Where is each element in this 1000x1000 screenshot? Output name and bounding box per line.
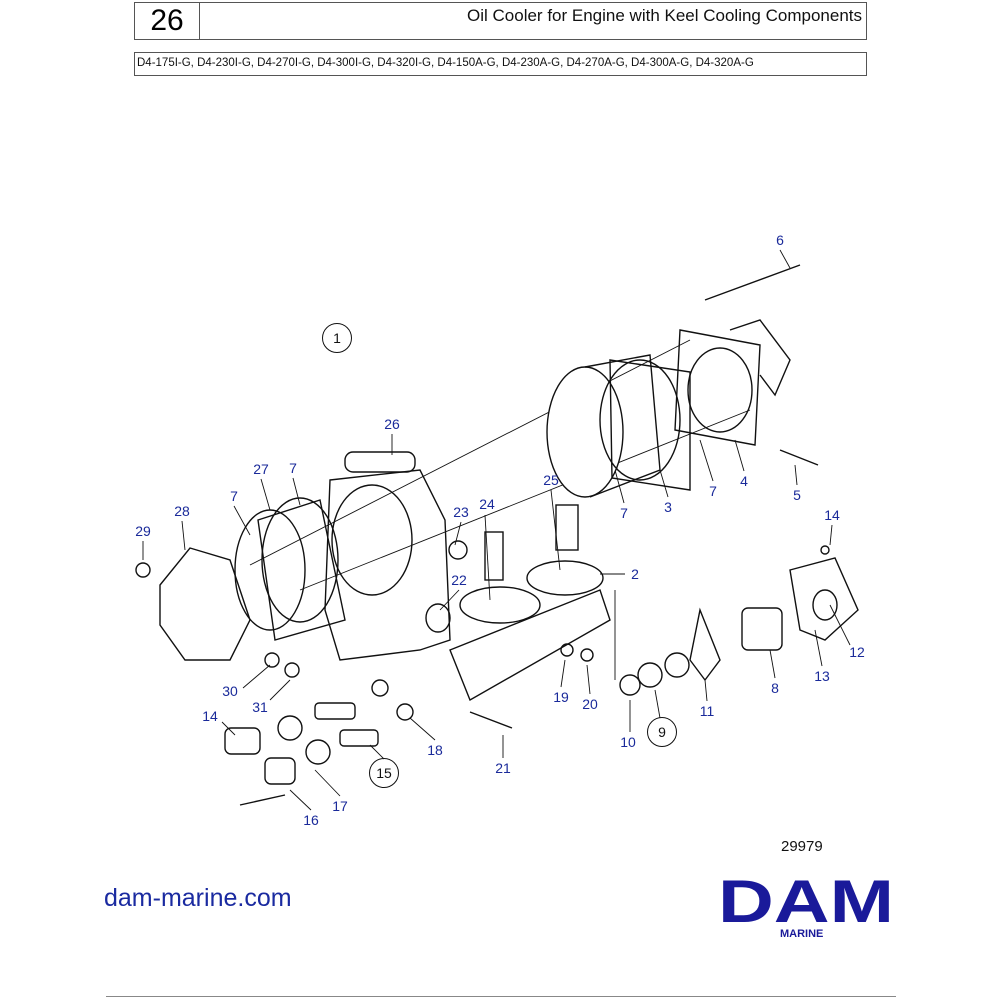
part-small-components <box>224 540 830 806</box>
part-cover-28 <box>135 547 251 661</box>
callout-22: 22 <box>451 572 467 588</box>
callout-8: 8 <box>771 680 779 696</box>
website-link[interactable]: dam-marine.com <box>104 884 292 912</box>
callout-29: 29 <box>135 523 151 539</box>
callout-28: 28 <box>174 503 190 519</box>
part-cooler-core-3 <box>546 354 691 498</box>
callout-19: 19 <box>553 689 569 705</box>
part-filter-housing-2 <box>449 504 611 702</box>
page-title: Oil Cooler for Engine with Keel Cooling … <box>467 6 862 25</box>
engine-models: D4-175I-G, D4-230I-G, D4-270I-G, D4-300I… <box>137 57 754 69</box>
callout-7: 7 <box>709 483 717 499</box>
callout-11: 11 <box>699 703 715 719</box>
diagram-reference-number: 29979 <box>781 838 823 855</box>
logo-subtext: MARINE <box>780 928 824 940</box>
part-pump-housing-13 <box>689 557 859 682</box>
part-end-cover-4 <box>674 264 819 466</box>
callout-7: 7 <box>620 505 628 521</box>
callout-9: 9 <box>647 717 677 747</box>
callout-24: 24 <box>479 496 495 512</box>
dam-logo: DAM <box>718 874 894 926</box>
callout-15: 15 <box>369 758 399 788</box>
callout-17: 17 <box>332 798 348 814</box>
callout-30: 30 <box>222 683 238 699</box>
callout-21: 21 <box>495 760 511 776</box>
callout-7: 7 <box>230 488 238 504</box>
callout-25: 25 <box>543 472 559 488</box>
callout-23: 23 <box>453 504 469 520</box>
callout-12: 12 <box>849 644 865 660</box>
models-box: D4-175I-G, D4-230I-G, D4-270I-G, D4-300I… <box>134 52 867 76</box>
title-box: Oil Cooler for Engine with Keel Cooling … <box>199 2 867 40</box>
callout-27: 27 <box>253 461 269 477</box>
callout-2: 2 <box>631 566 639 582</box>
part-gaskets-7-27 <box>234 497 346 641</box>
callout-10: 10 <box>620 734 636 750</box>
callout-6: 6 <box>776 232 784 248</box>
callout-26: 26 <box>384 416 400 432</box>
callout-4: 4 <box>740 473 748 489</box>
callout-20: 20 <box>582 696 598 712</box>
leader-lines <box>142 249 851 811</box>
callout-31: 31 <box>252 699 268 715</box>
svg-text:DAM: DAM <box>718 874 894 926</box>
callout-14: 14 <box>824 507 840 523</box>
callout-1: 1 <box>322 323 352 353</box>
callout-14: 14 <box>202 708 218 724</box>
callout-7: 7 <box>289 460 297 476</box>
callout-18: 18 <box>427 742 443 758</box>
part-housing-26 <box>324 451 451 661</box>
callout-16: 16 <box>303 812 319 828</box>
section-number: 26 <box>134 2 200 40</box>
bottom-divider <box>106 996 896 997</box>
callout-5: 5 <box>793 487 801 503</box>
callout-3: 3 <box>664 499 672 515</box>
callout-13: 13 <box>814 668 830 684</box>
